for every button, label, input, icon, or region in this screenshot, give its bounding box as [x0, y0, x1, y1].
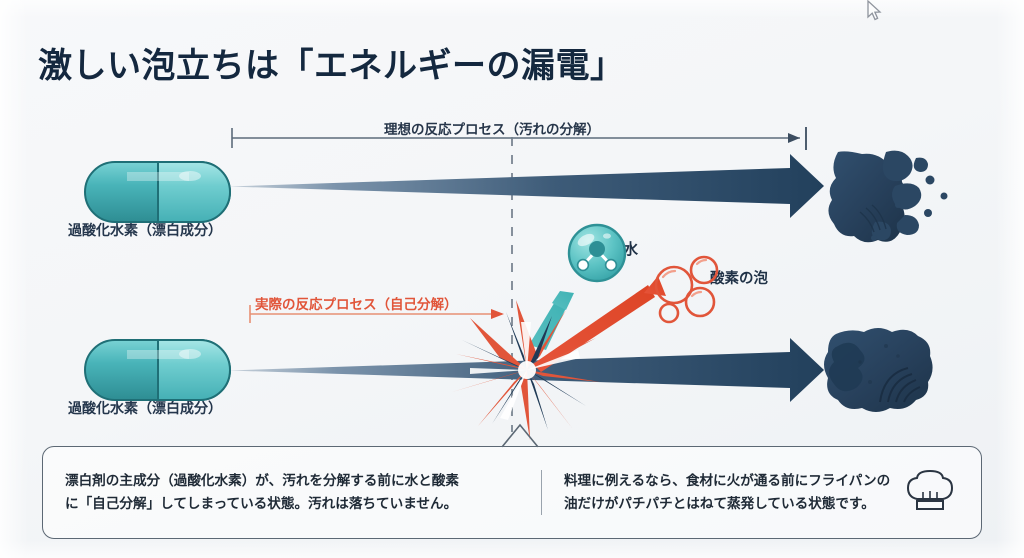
capsule-bottom-label: 過酸化水素（漂白成分） [68, 400, 222, 416]
stain-intact-icon [824, 328, 933, 412]
arrow-ideal [228, 154, 824, 218]
callout-right-line-1: 料理に例えるなら、食材に火が通る前にフライパンの [563, 473, 891, 489]
chef-hat-icon [907, 469, 954, 510]
actual-process-label: 実際の反応プロセス（自己分解） [255, 297, 458, 312]
callout-left-text: 漂白剤の主成分（過酸化水素）が、汚れを分解する前に水と酸素 に「自己分解」してし… [65, 470, 459, 514]
ideal-process-label: 理想の反応プロセス（汚れの分解） [384, 122, 600, 137]
ideal-span-bracket [231, 127, 807, 150]
callout-right-text: 料理に例えるなら、食材に火が通る前にフライパンの 油だけがパチパチとはねて蒸発し… [564, 470, 890, 514]
water-label: 水 [623, 241, 639, 258]
capsule-icon-bottom [84, 339, 231, 401]
oxygen-label: 酸素の泡 [710, 271, 768, 287]
capsule-top-label: 過酸化水素（漂白成分） [68, 222, 222, 238]
mouse-cursor-icon [867, 0, 882, 21]
oxygen-bubbles-icon [533, 255, 719, 372]
callout-left-line-1: 漂白剤の主成分（過酸化水素）が、汚れを分解する前に水と酸素 [65, 473, 459, 489]
callout-box: 漂白剤の主成分（過酸化水素）が、汚れを分解する前に水と酸素 に「自己分解」してし… [42, 446, 982, 539]
burst-icon [452, 300, 600, 440]
stain-broken-icon [828, 150, 948, 243]
callout-left: 漂白剤の主成分（過酸化水素）が、汚れを分解する前に水と酸素 に「自己分解」してし… [43, 470, 542, 515]
water-molecule-icon [529, 223, 627, 350]
actual-span-bracket [249, 305, 504, 323]
callout-left-line-2: に「自己分解」してしまっている状態。汚れは落ちていません。 [65, 495, 458, 511]
page-title: 激しい泡立ちは「エネルギーの漏電」 [38, 46, 625, 86]
callout-right-line-2: 油だけがパチパチとはねて蒸発している状態です。 [563, 495, 875, 511]
callout-pointer [501, 423, 539, 450]
capsule-icon-top [84, 161, 231, 223]
callout-right: 料理に例えるなら、食材に火が通る前にフライパンの 油だけがパチパチとはねて蒸発し… [542, 467, 981, 519]
